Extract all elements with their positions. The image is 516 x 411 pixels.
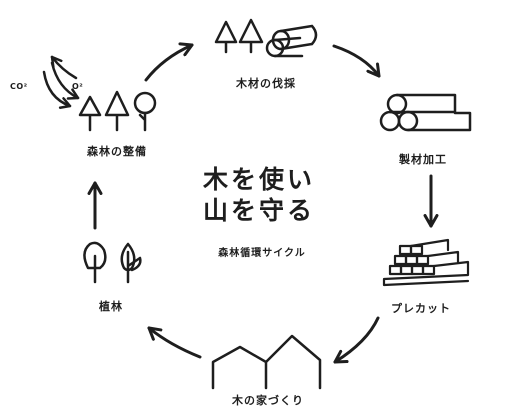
stage-label-precut: プレカット — [391, 302, 451, 315]
stage-label-processing: 製材加工 — [399, 153, 447, 166]
cycle-title: 木を使い 山を守る — [203, 164, 315, 226]
arrow-harvest-to-processing — [332, 44, 381, 78]
title-line-1: 木を使い — [202, 165, 316, 194]
precut-icon — [382, 238, 470, 287]
planting-icon — [83, 241, 142, 284]
title-line-2: 山を守る — [202, 196, 316, 225]
stage-label-forest-maintenance: 森林の整備 — [87, 145, 147, 158]
gas-exchange-icon — [42, 55, 80, 109]
forest-icon — [78, 90, 157, 132]
o2-label: O² — [72, 82, 84, 91]
stage-label-planting: 植林 — [99, 300, 123, 313]
stage-label-harvest: 木材の伐採 — [236, 77, 296, 90]
cycle-subtitle: 森林循環サイクル — [218, 248, 306, 259]
house-icon — [211, 334, 322, 390]
arrow-precut-to-house — [333, 316, 380, 364]
processing-icon — [379, 93, 472, 132]
arrow-house-to-planting — [147, 326, 202, 359]
co2-label: CO² — [10, 82, 28, 91]
harvest-icon — [214, 18, 318, 58]
arrow-forest-to-harvest — [144, 42, 194, 82]
stage-label-house-building: 木の家づくり — [232, 394, 304, 407]
